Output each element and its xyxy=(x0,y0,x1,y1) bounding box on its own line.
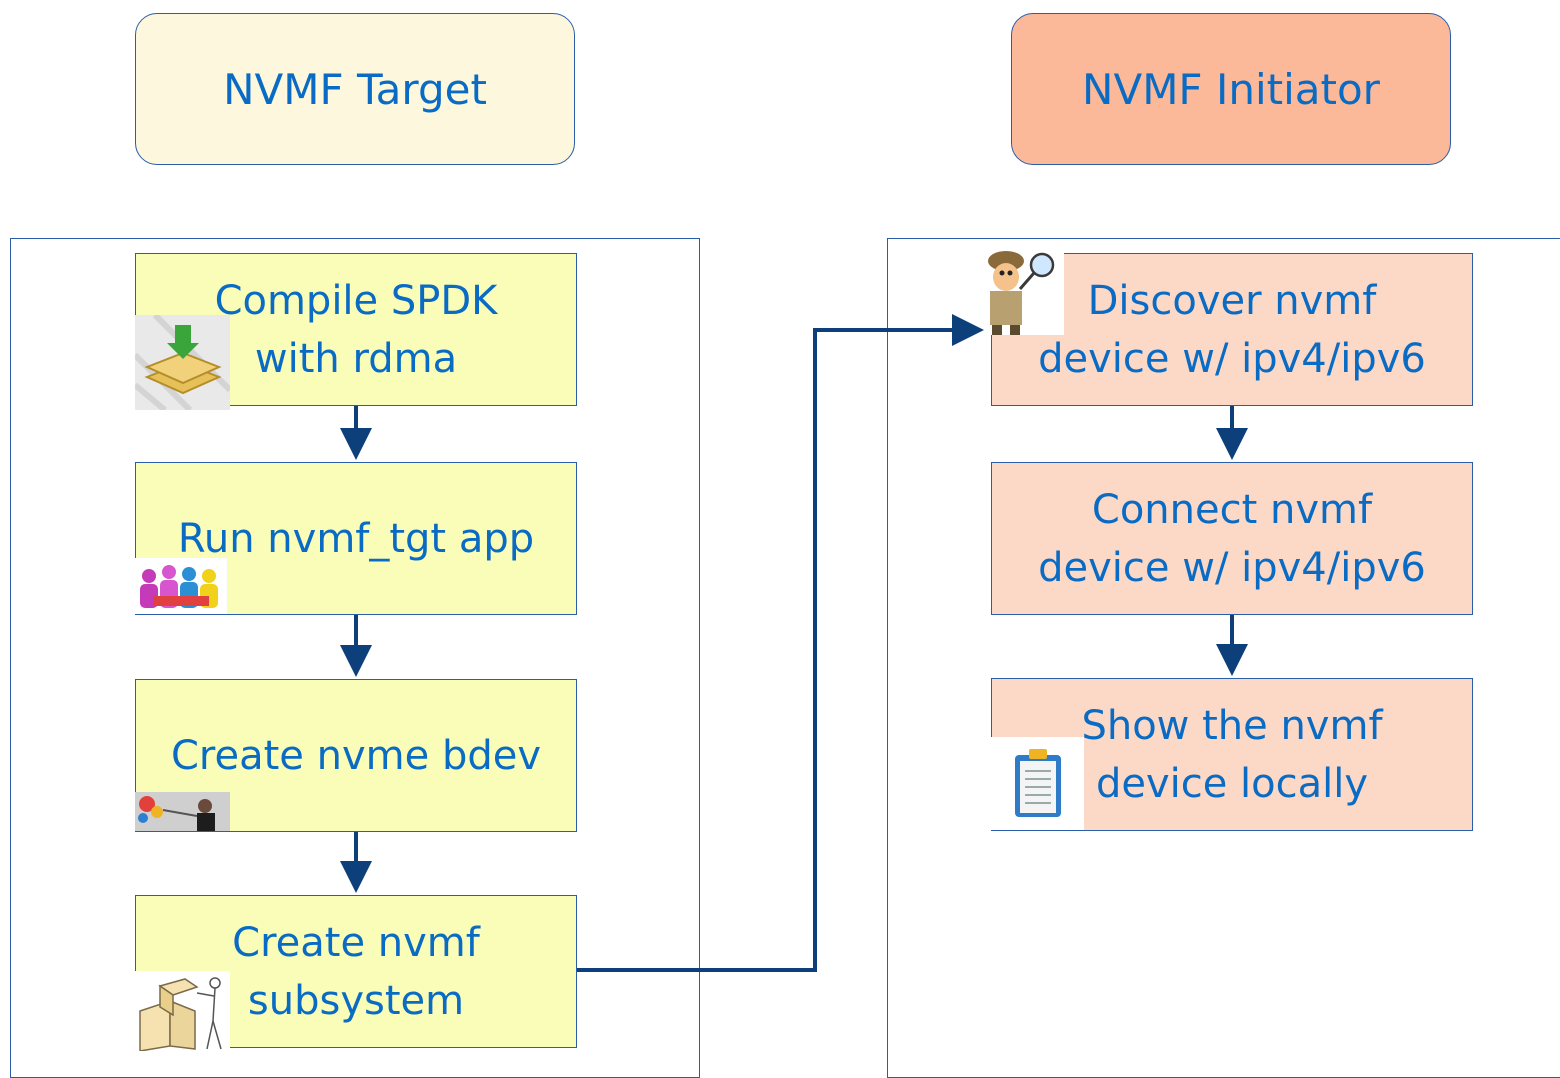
step-run-line1: Run nvmf_tgt app xyxy=(177,515,535,562)
step-connect-line2: device w/ ipv4/ipv6 xyxy=(1038,544,1426,591)
team-puzzle-icon xyxy=(135,558,227,614)
nvmf-target-header: NVMF Target xyxy=(135,13,575,165)
step-subsystem-line1: Create nvmf xyxy=(232,919,480,966)
step-create-nvme-bdev: Create nvme bdev xyxy=(135,679,577,832)
clipboard-icon xyxy=(991,737,1084,830)
step-connect-line1: Connect nvmf xyxy=(1091,486,1373,533)
boxes-person-icon xyxy=(135,971,230,1051)
step-show-line2: device locally xyxy=(1095,760,1369,807)
step-discover-line1: Discover nvmf xyxy=(1087,277,1377,324)
nvmf-initiator-header-label: NVMF Initiator xyxy=(1082,64,1380,114)
step-compile-line2: with rdma xyxy=(254,335,458,382)
nvmf-target-header-label: NVMF Target xyxy=(223,64,487,114)
step-connect-nvmf: Connect nvmf device w/ ipv4/ipv6 xyxy=(991,462,1473,615)
nvmf-initiator-header: NVMF Initiator xyxy=(1011,13,1451,165)
step-discover-nvmf: Discover nvmf device w/ ipv4/ipv6 xyxy=(991,253,1473,406)
arrow-subsystem-to-discover xyxy=(577,314,984,972)
step-subsystem-line2: subsystem xyxy=(247,977,465,1024)
step-show-line1: Show the nvmf xyxy=(1081,702,1383,749)
paint-person-icon xyxy=(135,792,230,831)
step-bdev-line1: Create nvme bdev xyxy=(171,732,541,779)
step-compile-line1: Compile SPDK xyxy=(214,277,498,324)
step-discover-line2: device w/ ipv4/ipv6 xyxy=(1038,335,1426,382)
flow-connectors xyxy=(340,314,1248,972)
download-layers-icon xyxy=(135,315,230,410)
detective-magnifier-icon xyxy=(976,243,1064,335)
